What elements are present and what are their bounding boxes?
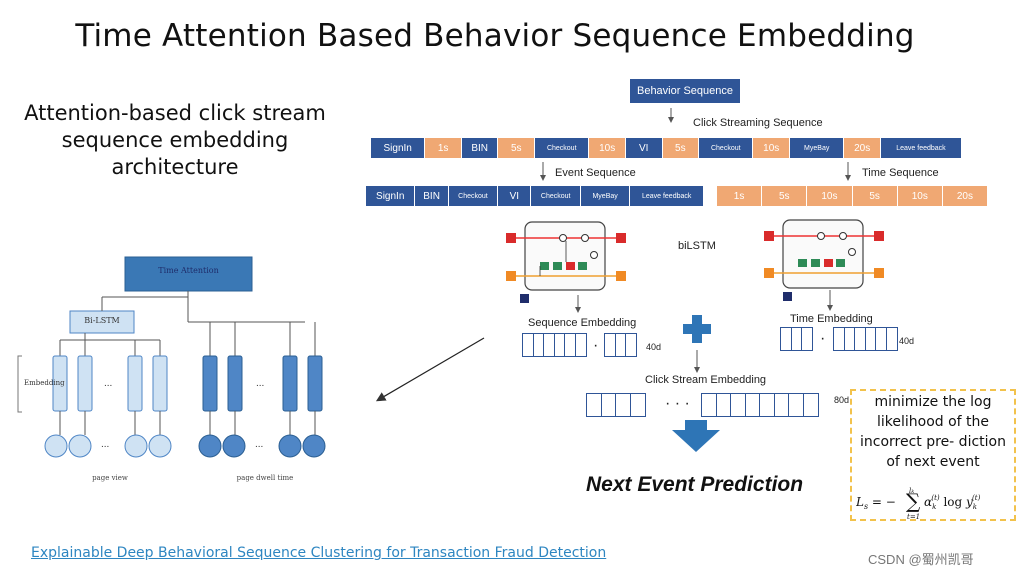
svg-text:αk(t) log yk(t): αk(t) log yk(t) bbox=[924, 494, 981, 511]
loss-line: incorrect pre- diction bbox=[860, 434, 1006, 450]
ellipsis: ... bbox=[104, 378, 113, 389]
click-stream-embedding-label: Click Stream Embedding bbox=[645, 374, 767, 386]
time-attention-label: Time Attention bbox=[158, 266, 219, 275]
click-stream-cell: 5s bbox=[498, 138, 536, 158]
left-architecture-diagram bbox=[17, 256, 326, 458]
loss-line: likelihood of the bbox=[876, 414, 990, 430]
click-stream-cell: SignIn bbox=[371, 138, 426, 158]
time-cell: 10s bbox=[807, 186, 853, 206]
click-stream-cell: 20s bbox=[844, 138, 881, 158]
event-cell: SignIn bbox=[366, 186, 416, 206]
svg-text:Ls = −: Ls = − bbox=[856, 495, 896, 511]
loss-description: minimize the log likelihood of the incor… bbox=[850, 392, 1016, 472]
click-stream-cell: VI bbox=[625, 138, 663, 158]
click-stream-cell: 10s bbox=[589, 138, 626, 158]
subtitle-line: Attention-based click stream bbox=[24, 101, 326, 125]
time-cell: 5s bbox=[762, 186, 808, 206]
svg-text:t=1: t=1 bbox=[907, 513, 920, 521]
click-stream-cell: Leave feedback bbox=[880, 138, 962, 158]
bilstm-label: biLSTM bbox=[678, 240, 716, 252]
ellipsis: ... bbox=[255, 439, 264, 450]
next-event-prediction-label: Next Event Prediction bbox=[586, 473, 804, 496]
event-cell: Leave feedback bbox=[630, 186, 704, 206]
subtitle: Attention-based click stream sequence em… bbox=[20, 100, 330, 181]
sequence-embedding-vector bbox=[522, 333, 587, 357]
page-dwell-time-label: page dwell time bbox=[236, 474, 294, 482]
time-embedding-label: Time Embedding bbox=[790, 313, 873, 325]
lstm-cell-event bbox=[506, 221, 626, 303]
loss-line: minimize the log bbox=[874, 394, 992, 410]
sequence-embedding-label: Sequence Embedding bbox=[528, 317, 637, 329]
click-stream-cell: BIN bbox=[461, 138, 499, 158]
sequence-embedding-vector-tail bbox=[604, 333, 637, 357]
time-cell: 5s bbox=[852, 186, 898, 206]
subtitle-line: sequence embedding bbox=[61, 128, 289, 152]
svg-text:∑: ∑ bbox=[906, 489, 921, 513]
event-cell: Checkout bbox=[531, 186, 581, 206]
ellipsis: ... bbox=[101, 439, 110, 450]
dim-label: 40d bbox=[899, 336, 915, 346]
time-embedding-vector-tail bbox=[833, 327, 898, 351]
paper-link[interactable]: Explainable Deep Behavioral Sequence Clu… bbox=[31, 545, 607, 561]
subtitle-line: architecture bbox=[111, 155, 239, 179]
dim-label: 40d bbox=[646, 342, 662, 352]
behavior-sequence-box: Behavior Sequence bbox=[630, 79, 740, 103]
down-arrow-icon bbox=[672, 420, 720, 452]
click-stream-cell: Checkout bbox=[535, 138, 590, 158]
loss-line: of next event bbox=[886, 454, 980, 470]
page-view-label: page view bbox=[92, 474, 128, 482]
click-stream-embedding-vector bbox=[586, 393, 646, 417]
embedding-label: Embedding bbox=[24, 379, 65, 387]
click-stream-cell: 1s bbox=[425, 138, 462, 158]
click-stream-cell: 5s bbox=[662, 138, 700, 158]
loss-formula: Ls = − ∑ lk t=1 αk(t) log yk(t) bbox=[855, 486, 1008, 525]
page-title: Time Attention Based Behavior Sequence E… bbox=[75, 18, 915, 54]
svg-text:lk: lk bbox=[909, 487, 914, 495]
ellipsis: ... bbox=[256, 378, 265, 389]
event-sequence-label: Event Sequence bbox=[555, 167, 636, 179]
time-embedding-vector bbox=[780, 327, 813, 351]
concat-plus-icon bbox=[683, 315, 711, 343]
time-cell: 1s bbox=[717, 186, 763, 206]
time-cell: 10s bbox=[897, 186, 943, 206]
click-stream-cell: Checkout bbox=[699, 138, 754, 158]
loss-formula-svg: Ls = − ∑ lk t=1 αk(t) log yk(t) bbox=[855, 487, 981, 521]
event-cell: BIN bbox=[415, 186, 449, 206]
loss-box bbox=[850, 389, 1016, 521]
lstm-cell-time bbox=[764, 219, 884, 301]
dim-label: 80d bbox=[834, 395, 850, 405]
watermark: CSDN @蜀州凯哥 bbox=[868, 552, 974, 567]
event-cell: Checkout bbox=[448, 186, 499, 206]
click-stream-cell: 10s bbox=[753, 138, 791, 158]
event-cell: VI bbox=[498, 186, 532, 206]
time-sequence-label: Time Sequence bbox=[862, 167, 939, 179]
event-cell: MyeBay bbox=[580, 186, 631, 206]
click-stream-embedding-vector-tail bbox=[701, 393, 819, 417]
time-cell: 20s bbox=[942, 186, 989, 206]
bilstm-small-label: Bi-LSTM bbox=[84, 316, 120, 325]
click-stream-cell: MyeBay bbox=[790, 138, 845, 158]
click-streaming-sequence-label: Click Streaming Sequence bbox=[693, 117, 823, 129]
